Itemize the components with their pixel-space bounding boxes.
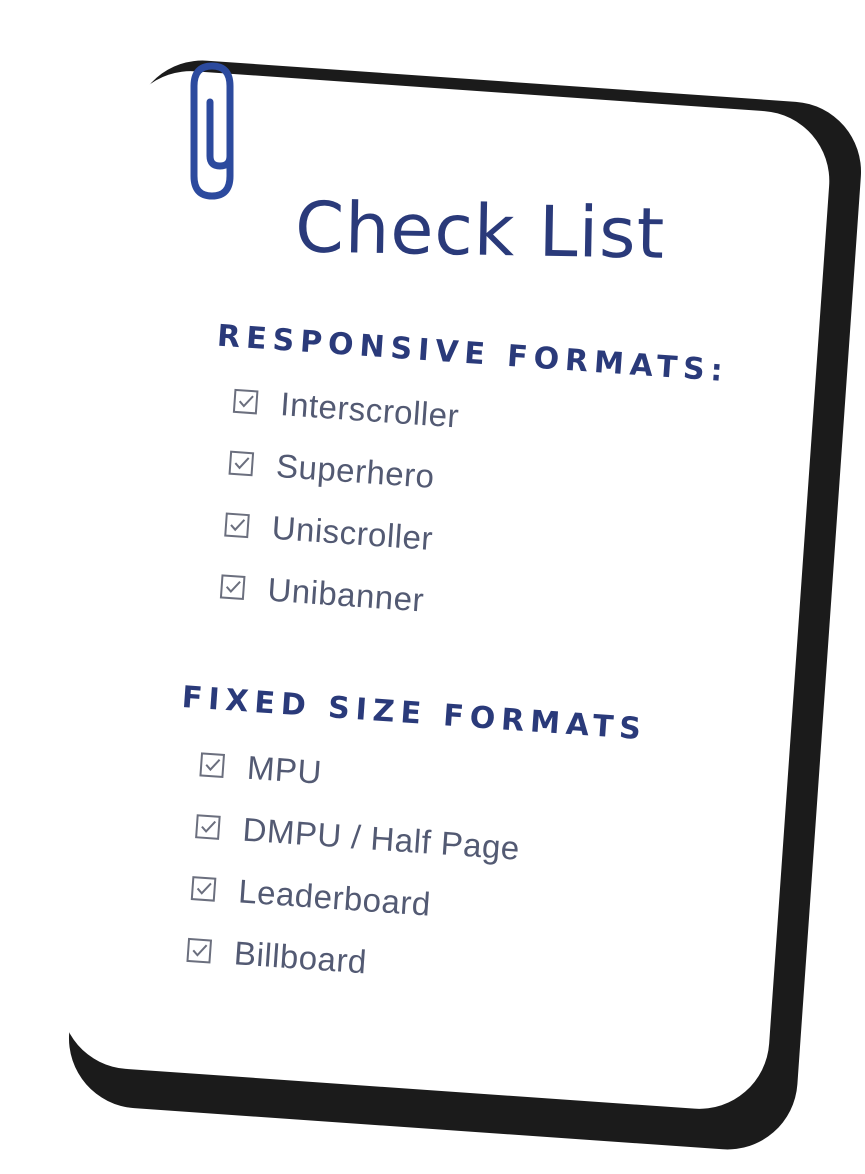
list-item-label: DMPU / Half Page xyxy=(241,810,522,867)
list-item: Leaderboard xyxy=(188,857,517,942)
list-item: Billboard xyxy=(184,919,513,1004)
paperclip-icon xyxy=(190,62,234,200)
checkbox-checked-icon xyxy=(219,574,246,600)
responsive-formats-list: Interscroller Superhero Uniscroller xyxy=(218,370,462,633)
list-item: Interscroller xyxy=(231,370,462,448)
list-item: Unibanner xyxy=(218,555,449,633)
checklist-title: Check List xyxy=(294,186,666,275)
checkbox-checked-icon xyxy=(232,388,259,415)
list-item-label: MPU xyxy=(245,748,324,791)
checklist-card: Check List RESPONSIVE FORMATS: Interscro… xyxy=(55,66,835,1114)
checkbox-checked-icon xyxy=(190,876,217,902)
checkbox-checked-icon xyxy=(224,512,250,539)
checkbox-checked-icon xyxy=(199,752,226,778)
list-item: MPU xyxy=(197,733,526,818)
list-item-label: Superhero xyxy=(274,446,436,495)
fixed-size-formats-list: MPU DMPU / Half Page Leaderboard xyxy=(184,733,526,1003)
list-item-label: Uniscroller xyxy=(270,508,435,557)
list-item-label: Unibanner xyxy=(266,570,426,619)
list-item: DMPU / Half Page xyxy=(193,795,522,880)
list-item-label: Billboard xyxy=(232,934,369,981)
checkbox-checked-icon xyxy=(186,937,213,964)
list-item-label: Interscroller xyxy=(279,385,461,435)
card-content: Check List RESPONSIVE FORMATS: Interscro… xyxy=(56,66,834,1113)
checkbox-checked-icon xyxy=(228,450,255,477)
list-item-label: Leaderboard xyxy=(237,872,432,923)
checkbox-checked-icon xyxy=(195,814,221,840)
list-item: Superhero xyxy=(226,432,457,510)
list-item: Uniscroller xyxy=(222,494,453,572)
